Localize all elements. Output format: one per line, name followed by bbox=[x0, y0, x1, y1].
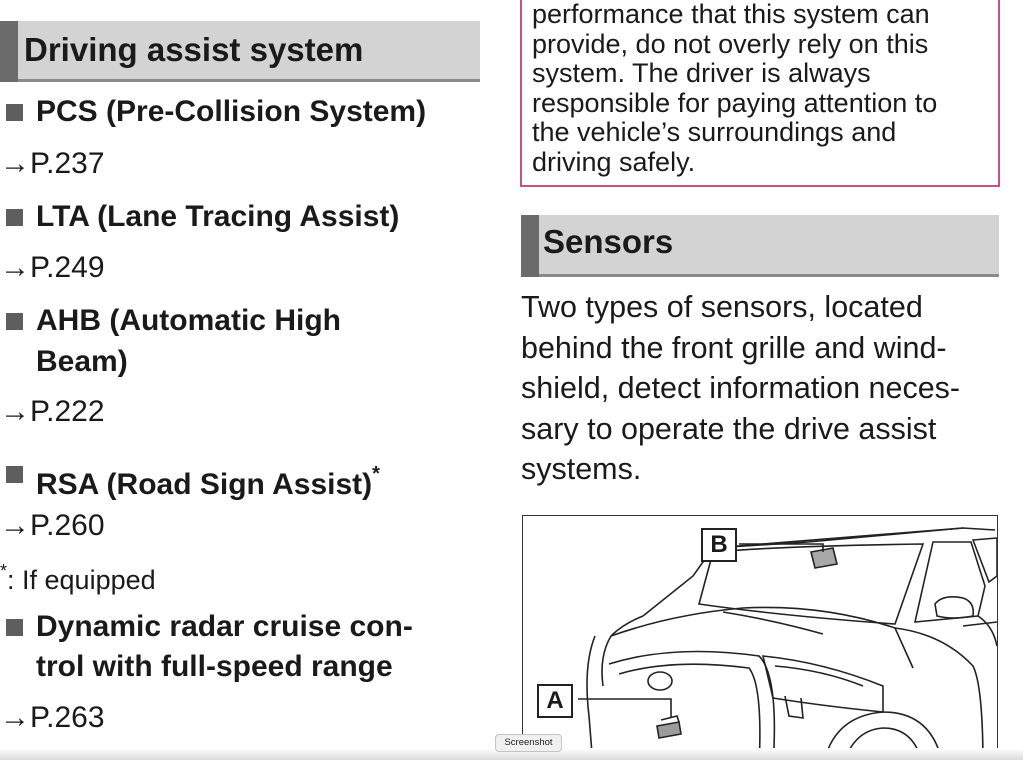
paragraph-line: systems. bbox=[521, 452, 642, 486]
arrow-right-icon: → bbox=[0, 509, 30, 542]
front-radar-sensor bbox=[656, 721, 682, 739]
door-line bbox=[977, 615, 997, 647]
front-camera-sensor bbox=[810, 547, 838, 569]
section-header-sensors: Sensors bbox=[521, 215, 999, 277]
page-reference-link[interactable]: →P.249 bbox=[0, 253, 105, 283]
bottom-edge-shadow bbox=[0, 748, 1023, 760]
page-ref-text: P.263 bbox=[30, 701, 105, 734]
paragraph-line: behind the front grille and wind- bbox=[521, 330, 947, 365]
square-bullet-icon bbox=[6, 104, 23, 121]
windshield bbox=[697, 543, 925, 625]
item-label: PCS (Pre-Collision System) bbox=[36, 95, 427, 128]
fender-line bbox=[894, 627, 984, 760]
item-label-line2: Beam) bbox=[36, 345, 128, 378]
hood-edge bbox=[610, 615, 644, 637]
page-ref-text: P.249 bbox=[30, 251, 105, 284]
page-ref-text: P.260 bbox=[30, 509, 105, 542]
paragraph-line: shield, detect information neces- bbox=[521, 371, 961, 405]
headlight bbox=[761, 655, 884, 713]
square-bullet-icon bbox=[6, 313, 23, 330]
wheel-arch bbox=[823, 711, 943, 760]
side-window bbox=[913, 541, 986, 623]
tire bbox=[844, 727, 923, 760]
arrow-right-icon: → bbox=[0, 395, 30, 428]
paragraph-line: sary to operate the drive assist bbox=[521, 411, 937, 446]
headlight-detail bbox=[774, 665, 864, 687]
sensors-paragraph: Two types of sensors, located behind the… bbox=[521, 287, 960, 490]
item-label: RSA (Road Sign Assist)* bbox=[36, 454, 380, 505]
page-ref-text: P.237 bbox=[30, 147, 105, 180]
roof-inner-line bbox=[712, 527, 964, 549]
sensor-a-top bbox=[660, 715, 680, 723]
headlight-detail-2 bbox=[784, 695, 804, 719]
caution-line: the vehicle’s surroundings and bbox=[532, 117, 897, 147]
page-reference-link[interactable]: →P.260 bbox=[0, 511, 105, 541]
arrow-right-icon: → bbox=[0, 701, 30, 734]
caution-box: performance that this system can provide… bbox=[520, 0, 1000, 187]
footnote-marker: * bbox=[372, 463, 380, 485]
side-mirror bbox=[934, 596, 975, 619]
item-label-line1: AHB (Automatic High bbox=[36, 304, 341, 337]
section-title: Driving assist system bbox=[24, 31, 364, 68]
rear-side-window bbox=[971, 537, 997, 584]
caution-line: provide, do not overly rely on this bbox=[532, 28, 929, 59]
caution-line: driving safely. bbox=[532, 146, 696, 177]
page-reference-link[interactable]: →P.237 bbox=[0, 149, 105, 179]
hood-line bbox=[610, 606, 914, 669]
footnote-star: * bbox=[0, 561, 8, 581]
caution-line: system. The driver is always bbox=[532, 58, 871, 88]
footnote: *: If equipped bbox=[0, 562, 156, 594]
emblem bbox=[647, 671, 673, 691]
hood-crease bbox=[722, 611, 824, 635]
callout-b-leader bbox=[739, 543, 824, 552]
screenshot-tooltip: Screenshot bbox=[495, 734, 562, 752]
caution-line: responsible for paying attention to bbox=[532, 87, 938, 118]
arrow-right-icon: → bbox=[0, 147, 30, 180]
header-accent-bar bbox=[521, 215, 539, 277]
front-left-edge bbox=[586, 635, 596, 760]
footnote-text: : If equipped bbox=[7, 565, 156, 595]
square-bullet-icon bbox=[6, 209, 23, 226]
grille-outline bbox=[608, 650, 776, 760]
item-label-line2: trol with full-speed range bbox=[36, 650, 393, 683]
page-reference-link[interactable]: →P.222 bbox=[0, 397, 105, 427]
left-column: Driving assist system PCS (Pre-Collision… bbox=[0, 0, 480, 760]
arrow-right-icon: → bbox=[0, 251, 30, 284]
callout-a-leader bbox=[578, 698, 672, 718]
page-reference-link[interactable]: →P.263 bbox=[0, 703, 105, 733]
caution-line: performance that this system can bbox=[532, 0, 930, 29]
vehicle-sensor-illustration: A B bbox=[522, 515, 998, 760]
caution-text: performance that this system can provide… bbox=[532, 0, 937, 177]
front-panel bbox=[601, 635, 612, 687]
callout-b-label: B bbox=[701, 528, 737, 562]
paragraph-line: Two types of sensors, located bbox=[521, 290, 923, 324]
square-bullet-icon bbox=[6, 466, 23, 483]
item-label-line1: Dynamic radar cruise con- bbox=[36, 610, 413, 643]
section-title: Sensors bbox=[543, 223, 674, 260]
item-label-text: RSA (Road Sign Assist) bbox=[36, 468, 373, 501]
door-handle-line bbox=[962, 621, 997, 627]
item-label: LTA (Lane Tracing Assist) bbox=[36, 200, 400, 233]
callout-a-label: A bbox=[537, 684, 573, 718]
page-ref-text: P.222 bbox=[30, 395, 105, 428]
square-bullet-icon bbox=[6, 619, 23, 636]
grille-inner bbox=[618, 663, 761, 760]
truck-line-drawing bbox=[578, 527, 997, 760]
header-accent-bar bbox=[0, 21, 18, 82]
section-header-driving-assist: Driving assist system bbox=[0, 21, 480, 82]
